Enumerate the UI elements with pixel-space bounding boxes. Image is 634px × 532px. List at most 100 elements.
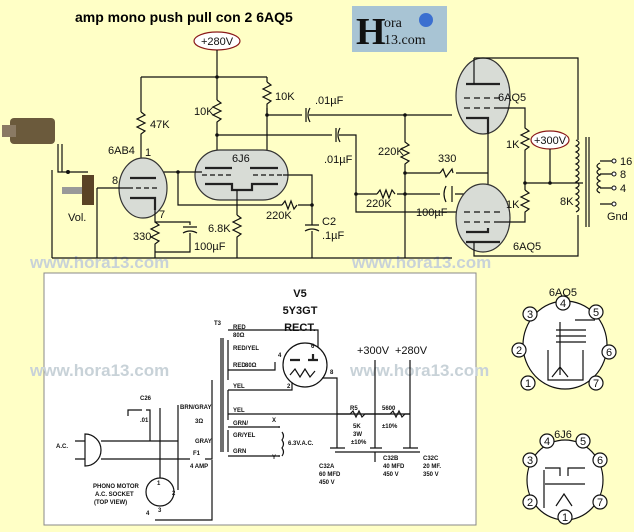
svg-text:6.3V.A.C.: 6.3V.A.C.: [288, 441, 314, 447]
svg-text:2: 2: [287, 384, 291, 390]
svg-text:C26: C26: [140, 396, 152, 402]
svg-text:Y: Y: [272, 455, 276, 461]
ac-plug-icon: [84, 433, 102, 467]
svg-text:8: 8: [330, 370, 334, 376]
power-supply-schematic: V5 5Y3GT RECT. T3 RED 80Ω RED/YEL RED 80…: [56, 288, 441, 521]
svg-text:6J6: 6J6: [232, 153, 250, 165]
svg-text:ora: ora: [384, 16, 403, 31]
svg-text:6AQ5: 6AQ5: [498, 92, 526, 104]
svg-text:www.hora13.com: www.hora13.com: [349, 361, 489, 380]
svg-text:PHONO MOTOR: PHONO MOTOR: [93, 484, 140, 490]
pin-circle: [522, 306, 538, 322]
svg-text:8K: 8K: [560, 196, 574, 208]
svg-text:GRAY: GRAY: [195, 439, 212, 445]
svg-text:1K: 1K: [506, 199, 520, 211]
svg-text:450 V: 450 V: [319, 480, 335, 486]
svg-text:GR/YEL: GR/YEL: [233, 433, 256, 439]
svg-text:3W: 3W: [353, 432, 362, 438]
pin-label: 2: [527, 497, 533, 509]
resistor-47k: [135, 111, 147, 178]
svg-text:RECT.: RECT.: [284, 322, 316, 334]
svg-text:4: 4: [278, 353, 282, 359]
svg-text:±10%: ±10%: [382, 424, 398, 430]
phono-motor-socket: [145, 477, 175, 507]
volume-potentiometer-icon[interactable]: [62, 175, 94, 205]
pin-circle: [522, 494, 538, 510]
pin-label: 5: [593, 307, 599, 319]
svg-text:80Ω: 80Ω: [233, 333, 245, 339]
svg-text:100µF: 100µF: [416, 207, 448, 219]
svg-text:R5: R5: [350, 406, 358, 412]
pin-label: 6: [606, 347, 612, 359]
svg-text:www.hora13.com: www.hora13.com: [29, 253, 169, 272]
svg-text:330: 330: [133, 231, 151, 243]
hora13-logo: H ora 13.com: [352, 6, 447, 53]
svg-text:60 MFD: 60 MFD: [319, 472, 341, 478]
pin-label: 5: [580, 436, 586, 448]
svg-text:RED/YEL: RED/YEL: [233, 346, 259, 352]
svg-text:www.hora13.com: www.hora13.com: [29, 361, 169, 380]
pin-label: 3: [527, 455, 533, 467]
volume-label: Vol.: [68, 212, 86, 224]
pin-circle: [520, 375, 536, 391]
svg-text:13.com: 13.com: [384, 33, 426, 48]
rectifier-name: 5Y3GT: [283, 305, 318, 317]
svg-text:220K: 220K: [266, 210, 292, 222]
svg-text:80Ω: 80Ω: [245, 363, 257, 369]
svg-text:4: 4: [620, 183, 626, 195]
svg-text:1: 1: [145, 147, 151, 159]
svg-text:16: 16: [620, 156, 632, 168]
svg-text:8: 8: [112, 175, 118, 187]
svg-text:.1µF: .1µF: [322, 230, 345, 242]
svg-text:A.C.: A.C.: [56, 444, 68, 450]
svg-text:40 MFD: 40 MFD: [383, 464, 405, 470]
svg-text:www.hora13.com: www.hora13.com: [351, 253, 491, 272]
svg-text:6: 6: [311, 344, 315, 350]
pin-circle: [555, 295, 571, 311]
rectifier-tube: [282, 342, 328, 388]
pin-label: 2: [516, 345, 522, 357]
svg-text:Gnd: Gnd: [607, 211, 628, 223]
svg-text:C2: C2: [322, 216, 336, 228]
svg-text:5K: 5K: [353, 424, 361, 430]
svg-text:±10%: ±10%: [351, 440, 367, 446]
pin-label: 7: [597, 497, 603, 509]
svg-text:450 V: 450 V: [383, 472, 399, 478]
svg-text:GRN: GRN: [233, 449, 246, 455]
power-supply-panel: [43, 272, 477, 526]
pin-label: 1: [525, 378, 531, 390]
pin-circle: [588, 304, 604, 320]
supply-300v: +300V: [534, 135, 567, 147]
svg-text:7: 7: [159, 209, 165, 221]
pin-circle: [592, 452, 608, 468]
pin-label: 4: [560, 298, 566, 310]
supply-280v: +280V: [201, 36, 234, 48]
svg-text:RED: RED: [233, 325, 246, 331]
svg-text:8: 8: [620, 169, 626, 181]
svg-text:3Ω: 3Ω: [195, 419, 203, 425]
svg-text:2: 2: [172, 491, 176, 497]
svg-text:+300V: +300V: [357, 345, 390, 357]
svg-text:X: X: [272, 418, 276, 424]
svg-text:C32C: C32C: [423, 456, 439, 462]
svg-text:3: 3: [158, 508, 162, 514]
svg-text:.01µF: .01µF: [315, 95, 344, 107]
svg-text:330: 330: [438, 153, 456, 165]
svg-text:(TOP VIEW): (TOP VIEW): [94, 500, 127, 506]
svg-text:A.C. SOCKET: A.C. SOCKET: [95, 492, 134, 498]
svg-text:6J6: 6J6: [554, 429, 572, 441]
svg-text:350 V: 350 V: [423, 472, 439, 478]
pin-circle: [592, 494, 608, 510]
svg-text:6AQ5: 6AQ5: [513, 241, 541, 253]
page-title: amp mono push pull con 2 6AQ5: [75, 9, 293, 25]
svg-text:6AQ5: 6AQ5: [549, 287, 577, 299]
pin-label: 4: [544, 436, 550, 448]
pin-circle: [575, 433, 591, 449]
svg-text:47K: 47K: [150, 119, 170, 131]
svg-text:100µF: 100µF: [194, 241, 226, 253]
svg-text:F1: F1: [193, 451, 201, 457]
svg-text:YEL: YEL: [233, 408, 245, 414]
pin-circle: [511, 342, 527, 358]
svg-text:4: 4: [146, 511, 150, 517]
